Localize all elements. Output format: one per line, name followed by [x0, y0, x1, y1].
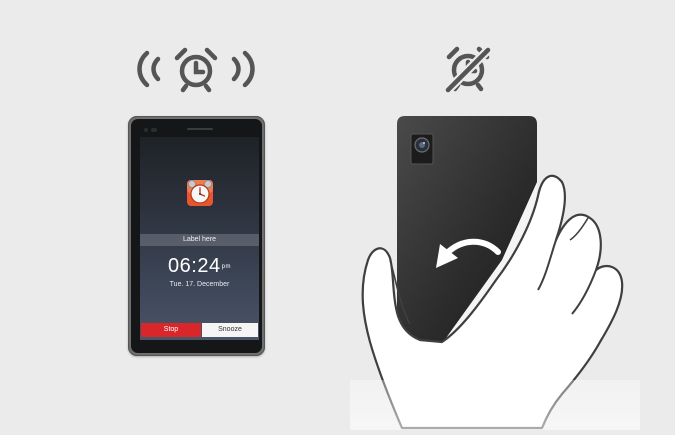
alarm-screen: Label here 06:24pm Tue. 17. December Sto… [140, 137, 259, 340]
alarm-time: 06:24pm [140, 255, 259, 277]
sensor-icon [151, 128, 157, 132]
front-camera-icon [144, 128, 148, 132]
ringing-alarm-clock-icon [137, 47, 255, 93]
curved-arrow-icon [436, 238, 501, 268]
earpiece-speaker [187, 128, 213, 130]
phone-bezel: Label here 06:24pm Tue. 17. December Sto… [131, 119, 262, 353]
alarm-time-value: 06:24 [168, 255, 221, 277]
phone-front: Label here 06:24pm Tue. 17. December Sto… [128, 116, 265, 356]
alarm-ampm: pm [221, 264, 231, 270]
phone-back [397, 116, 537, 344]
stop-button[interactable]: Stop [141, 323, 201, 337]
hand-flipping-phone-illustration [350, 116, 640, 430]
alarm-label: Label here [140, 234, 259, 246]
hand-illustration [361, 174, 624, 430]
alarm-date: Tue. 17. December [169, 281, 230, 288]
alarm-off-icon [443, 45, 493, 94]
alarm-clock-app-icon [187, 180, 213, 206]
snooze-button[interactable]: Snooze [202, 323, 258, 337]
